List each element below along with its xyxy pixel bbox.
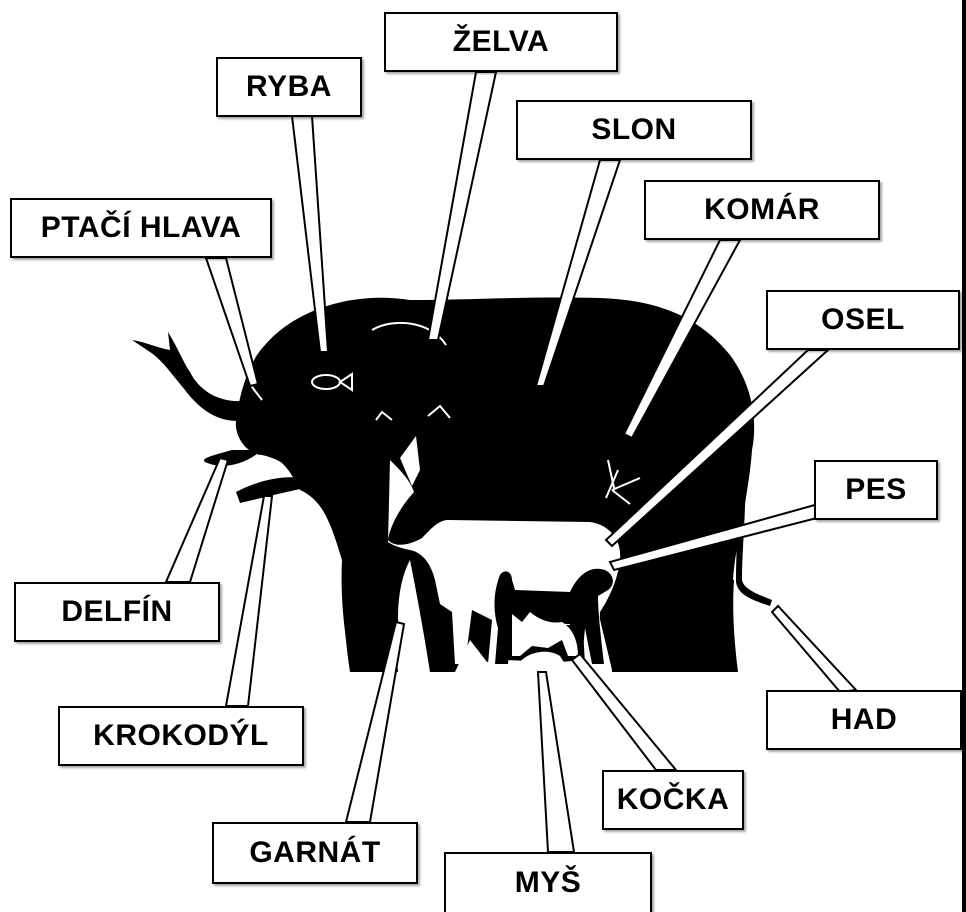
label-komar: KOMÁR (644, 180, 880, 240)
dog-silhouette (494, 568, 613, 664)
label-kocka: KOČKA (602, 770, 744, 830)
callout-pointers (164, 71, 859, 853)
label-mys: MYŠ (444, 852, 652, 912)
label-pes: PES (814, 460, 938, 520)
label-zelva: ŽELVA (384, 12, 618, 72)
label-garnat: GARNÁT (212, 822, 418, 884)
label-had: HAD (766, 690, 962, 750)
mosquito-outline (605, 459, 641, 505)
label-osel: OSEL (766, 290, 960, 350)
label-delfin: DELFÍN (14, 582, 220, 642)
elephant-silhouette (132, 297, 772, 672)
cat-cutout (512, 612, 578, 656)
label-ryba: RYBA (216, 57, 362, 117)
label-slon: SLON (516, 100, 752, 160)
label-ptaci-hlava: PTAČÍ HLAVA (10, 198, 272, 258)
label-krokodyl: KROKODÝL (58, 706, 304, 766)
right-frame-edge (962, 0, 966, 912)
